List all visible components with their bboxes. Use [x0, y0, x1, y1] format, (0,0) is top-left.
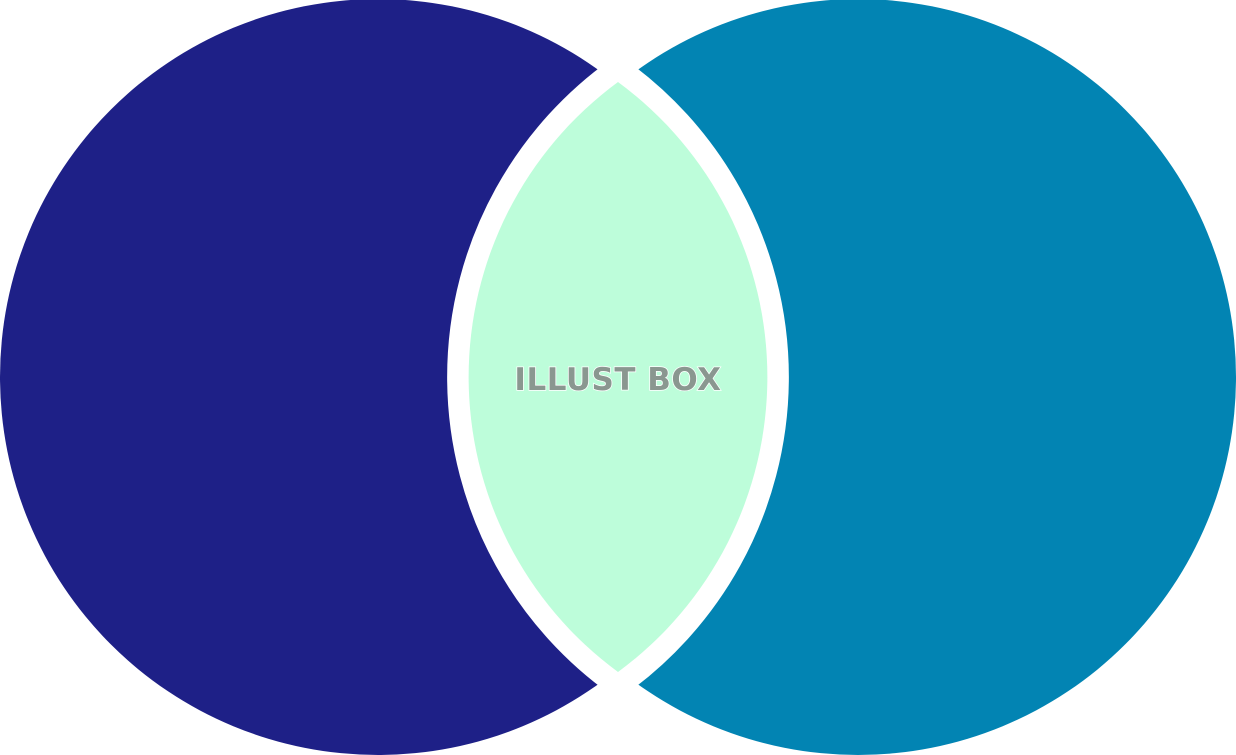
intersection-region-inner — [468, 82, 768, 672]
intersection-right-outline — [611, 59, 789, 695]
watermark-text: ILLUST BOX — [514, 362, 721, 398]
intersection-left-outline — [447, 59, 625, 695]
